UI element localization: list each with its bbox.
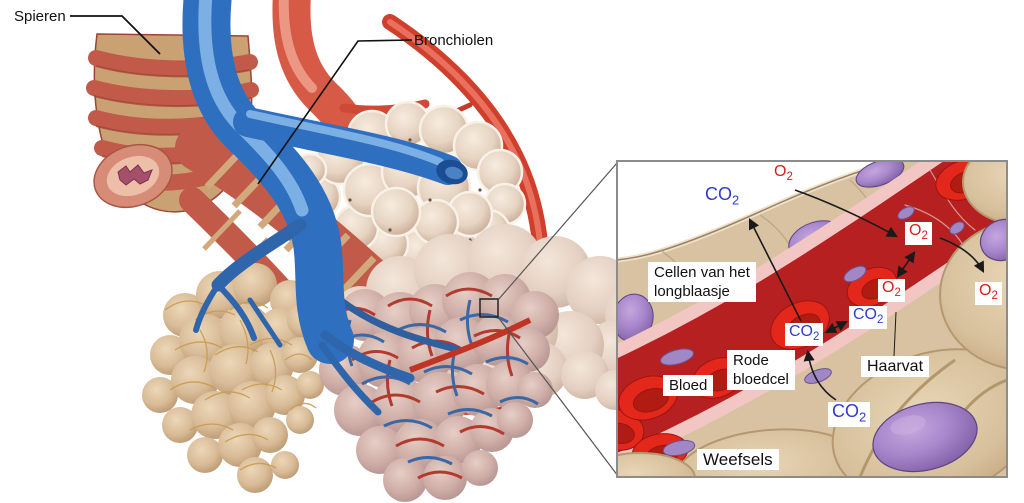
inset-illustration xyxy=(617,161,1007,477)
magnified-region-box xyxy=(479,298,499,318)
alveolar-cells-label-line2: longblaasje xyxy=(654,283,730,300)
arrow-co2-from-tissue xyxy=(803,349,837,401)
co2-label-capillary-left-text: CO xyxy=(789,323,813,340)
co2-label-alveolus-sub: 2 xyxy=(732,192,740,208)
co2-label-capillary-left: CO2 xyxy=(785,323,824,346)
spieren-label: Spieren xyxy=(14,8,66,25)
pulmonary-vein xyxy=(182,0,468,416)
o2-label-tissue-text: O xyxy=(979,282,992,299)
co2-label-capillary-right: CO2 xyxy=(849,306,888,329)
co2-label-capillary-right-sub: 2 xyxy=(877,314,884,327)
co2-label-tissue: CO2 xyxy=(828,401,871,427)
o2-label-capillary-upper-sub: 2 xyxy=(921,230,928,243)
o2-label-capillary-lower: O2 xyxy=(878,279,905,302)
bronchiolen-leader-line xyxy=(257,39,413,185)
o2-label-capillary-upper-text: O xyxy=(909,222,922,239)
o2-label-alveolus-text: O xyxy=(774,163,787,180)
arrow-o2-exchange xyxy=(896,251,916,278)
alveolar-cells-label: Cellen van het longblaasje xyxy=(648,262,756,302)
o2-label-tissue-sub: 2 xyxy=(991,290,998,303)
o2-label-capillary-lower-sub: 2 xyxy=(894,287,901,300)
co2-label-alveolus-text: CO xyxy=(705,184,732,204)
o2-label-alveolus-sub: 2 xyxy=(786,171,793,184)
capillary-web xyxy=(329,287,539,480)
co2-label-tissue-sub: 2 xyxy=(859,409,867,425)
haarvat-pointer-line xyxy=(893,311,897,357)
red-blood-cell-label: Rode bloedcel xyxy=(727,350,795,390)
spieren-leader-line xyxy=(70,15,161,55)
co2-label-capillary-right-text: CO xyxy=(853,306,877,323)
o2-label-capillary-upper: O2 xyxy=(905,222,932,245)
co2-label-capillary-left-sub: 2 xyxy=(813,331,820,344)
alveolar-air-space xyxy=(617,161,895,260)
tissues-label: Weefsels xyxy=(697,449,779,470)
inset-border xyxy=(616,160,1008,478)
arrow-co2-to-alveolus xyxy=(748,218,802,322)
o2-label-alveolus: O2 xyxy=(774,163,793,184)
arrow-co2-exchange xyxy=(825,320,848,334)
arrow-o2-into-blood xyxy=(794,189,898,238)
endothelial-nuclei xyxy=(659,206,965,457)
capillary-label: Haarvat xyxy=(861,356,930,377)
co2-label-tissue-text: CO xyxy=(832,401,859,421)
red-blood-cell-label-line2: bloedcel xyxy=(733,371,789,388)
inset-connector-bottom xyxy=(497,316,619,477)
blood-label: Bloed xyxy=(663,375,714,396)
gas-exchange-arrows xyxy=(748,189,985,401)
o2-label-capillary-lower-text: O xyxy=(882,279,895,296)
alveolar-cells-label-line1: Cellen van het xyxy=(654,264,750,281)
red-blood-cell-label-line1: Rode xyxy=(733,352,769,369)
bronchiolen-label: Bronchiolen xyxy=(414,32,494,49)
inset-connector-top xyxy=(497,162,618,301)
tissue-cell-nuclei xyxy=(872,218,1007,473)
arrow-o2-to-tissue xyxy=(939,237,985,273)
o2-label-tissue: O2 xyxy=(975,282,1002,305)
co2-label-alveolus: CO2 xyxy=(705,184,740,208)
bronchiole-cut-end xyxy=(93,143,173,209)
